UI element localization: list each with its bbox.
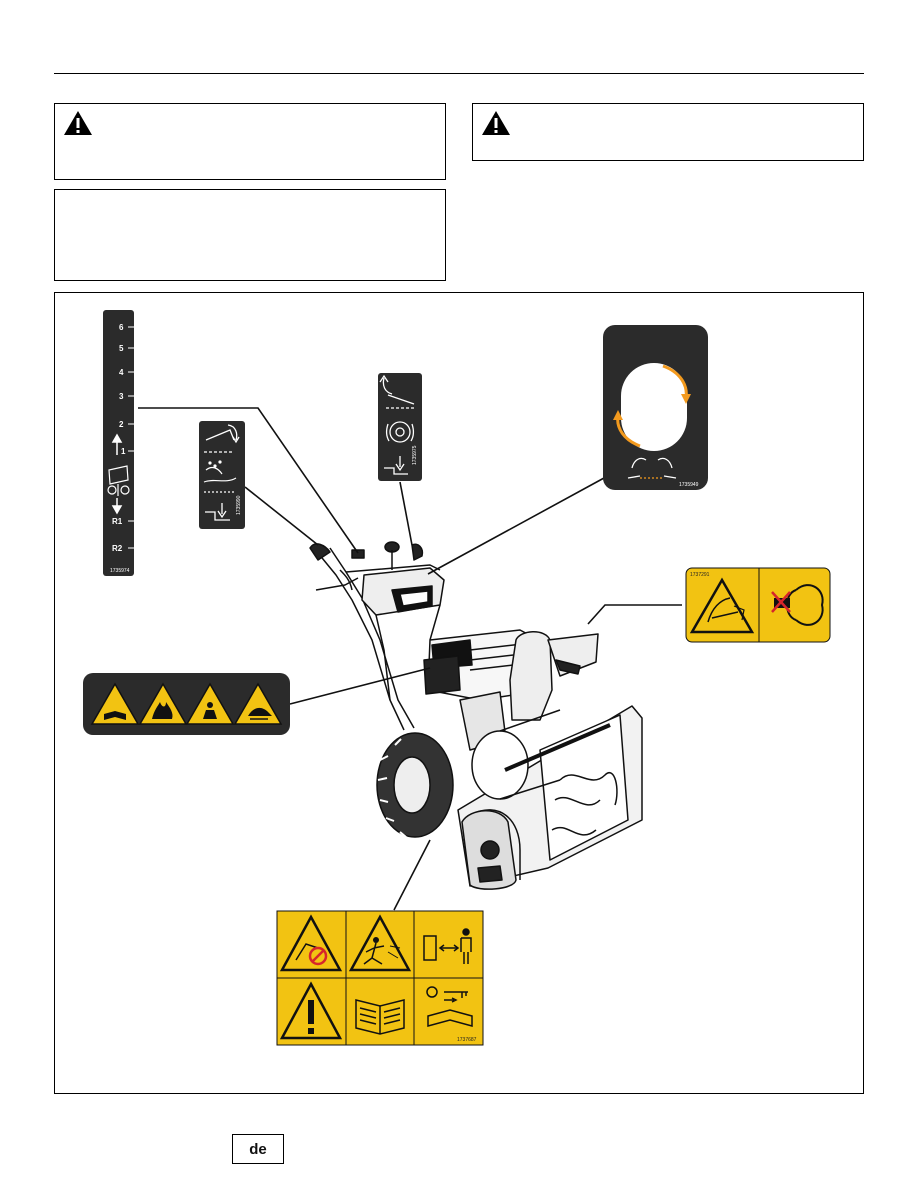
gear-label-r2: R2	[112, 544, 123, 553]
gear-decal-code: 1735974	[110, 568, 130, 574]
engine-warning-decal	[83, 673, 290, 735]
gear-selector-decal: 6 5 4 3 2 1 R1 R2 1735974	[103, 310, 134, 576]
fuel-icon	[233, 682, 283, 725]
chute-warning-decal: 1737291	[685, 567, 831, 643]
snowblower-icon	[107, 465, 130, 496]
header-rule	[54, 73, 864, 74]
wheel-drive-icon	[385, 421, 415, 443]
auger-control-decal: 1735975	[378, 373, 422, 481]
language-tag: de	[232, 1134, 284, 1164]
deflector-control-decal: 1735990	[199, 421, 245, 529]
gear-label-3: 3	[119, 392, 124, 401]
warning-box-right	[472, 103, 864, 161]
no-hands-icon	[771, 591, 791, 613]
housing-warning-decal: 1737687	[276, 910, 484, 1046]
push-down-icon	[205, 503, 230, 521]
read-manual-icon	[355, 999, 405, 1035]
snowblower-illustration	[309, 541, 643, 890]
forward-arrow-icon	[111, 433, 123, 455]
gear-label-6: 6	[119, 323, 124, 332]
gear-label-r1: R1	[112, 517, 123, 526]
housing-warning-decal-code: 1737687	[457, 1037, 477, 1043]
gear-label-4: 4	[119, 368, 124, 377]
manual-icon	[90, 682, 140, 725]
auger-decal-code: 1735975	[412, 445, 418, 465]
snow-throw-icon	[203, 460, 237, 493]
warning-triangle-icon	[64, 111, 92, 135]
reverse-arrow-icon	[111, 498, 123, 515]
fire-icon	[138, 682, 188, 725]
auger-hand-warning-icon	[279, 914, 343, 972]
remove-key-icon	[426, 986, 473, 1027]
push-down-icon	[384, 456, 408, 475]
gear-label-2: 2	[119, 420, 124, 429]
warning-triangle-icon	[482, 111, 510, 135]
warning-box-left	[54, 103, 446, 180]
callout-leaders	[138, 407, 682, 911]
gear-label-5: 5	[119, 344, 124, 353]
engine-hazard-icon	[185, 682, 235, 725]
keep-distance-icon	[423, 928, 472, 964]
hand-entanglement-warning-icon	[689, 577, 755, 634]
deflector-decal-code: 1735990	[236, 495, 242, 515]
chute-warning-decal-code: 1737291	[690, 572, 710, 578]
chute-deflector-icon	[627, 457, 677, 479]
thrown-objects-warning-icon	[348, 914, 412, 972]
chute-rotation-decal: 1735949	[603, 325, 708, 490]
chute-tilt-icon	[379, 374, 416, 409]
gear-label-1: 1	[121, 447, 126, 456]
note-box-left	[54, 189, 446, 281]
chute-rotation-decal-code: 1735949	[679, 482, 699, 488]
deflector-up-icon	[204, 424, 240, 453]
general-warning-icon	[279, 981, 343, 1040]
